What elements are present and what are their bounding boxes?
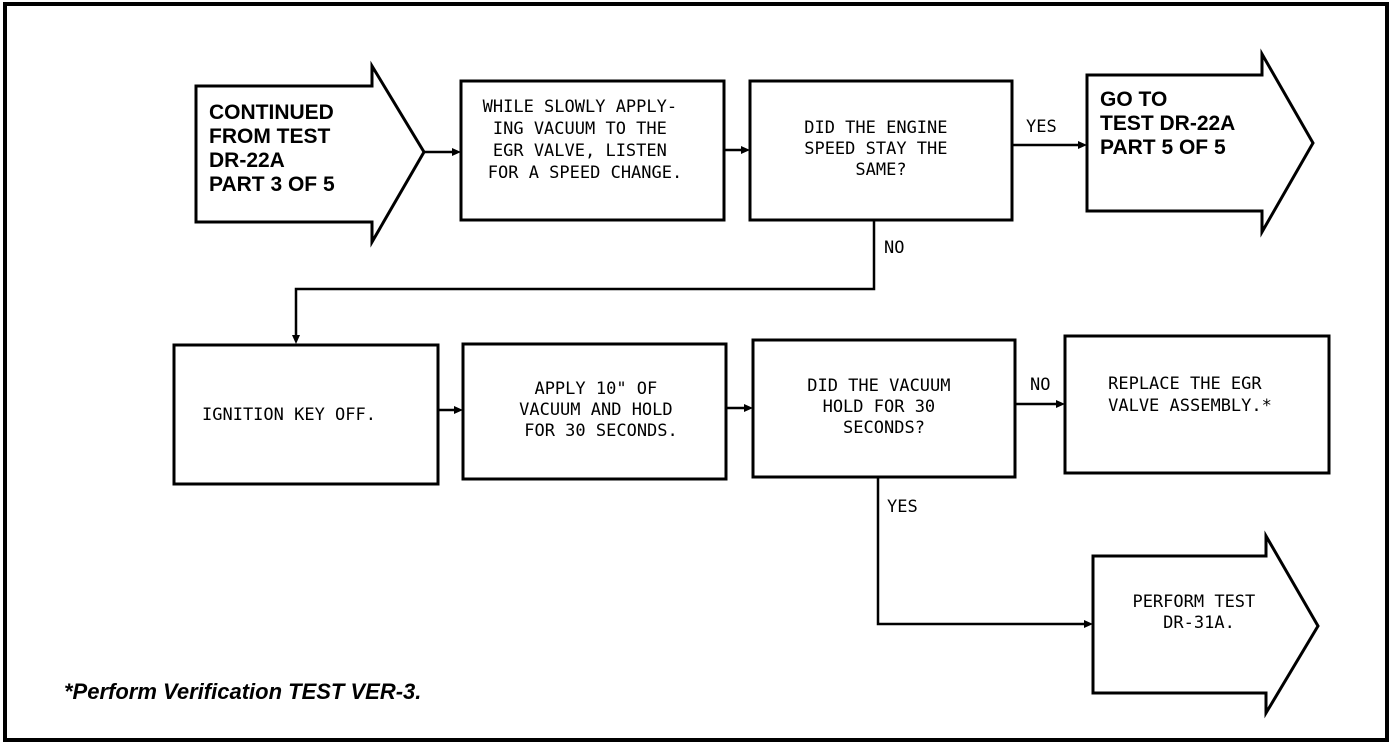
- connector-hold-no: [1015, 400, 1065, 408]
- node-continued: CONTINUED FROM TEST DR-22A PART 3 OF 5: [194, 60, 426, 248]
- label-hold-no: NO: [1030, 375, 1050, 395]
- label-speed-yes: YES: [1026, 117, 1057, 137]
- apply-vacuum-listen-text: WHILE SLOWLY APPLY- ING VACUUM TO THE EG…: [483, 97, 688, 183]
- node-apply-vacuum-listen: WHILE SLOWLY APPLY- ING VACUUM TO THE EG…: [459, 79, 726, 222]
- continued-arrow-shape: [194, 60, 426, 248]
- connector-speed-yes: [1012, 141, 1087, 149]
- connector-hold-yes: [876, 477, 1093, 628]
- node-apply-10: APPLY 10" OF VACUUM AND HOLD FOR 30 SECO…: [461, 342, 728, 481]
- node-vacuum-hold: DID THE VACUUM HOLD FOR 30 SECONDS?: [751, 338, 1017, 479]
- footnote: *Perform Verification TEST VER-3.: [64, 679, 421, 704]
- apply-10-box: [461, 342, 728, 481]
- node-ignition-off: IGNITION KEY OFF.: [172, 343, 440, 486]
- vacuum-hold-text: DID THE VACUUM HOLD FOR 30 SECONDS?: [807, 376, 961, 438]
- node-perform-dr31a: PERFORM TEST DR-31A.: [1091, 530, 1320, 719]
- speed-same-box: [748, 79, 1014, 222]
- perform-dr31a-text: PERFORM TEST DR-31A.: [1132, 592, 1265, 633]
- apply-10-text: APPLY 10" OF VACUUM AND HOLD FOR 30 SECO…: [519, 379, 683, 441]
- goto-part5-arrow-shape: [1085, 48, 1315, 238]
- perform-dr31a-arrow-shape: [1091, 530, 1320, 719]
- label-hold-yes: YES: [887, 497, 918, 517]
- connector-continued-to-apply: [424, 148, 461, 156]
- ignition-off-box: [172, 343, 440, 486]
- ignition-off-text: IGNITION KEY OFF.: [202, 405, 376, 425]
- apply-vacuum-listen-box: [459, 79, 726, 222]
- vacuum-hold-box: [751, 338, 1017, 479]
- connector-apply-to-speed: [724, 146, 750, 154]
- replace-egr-box: [1063, 334, 1331, 475]
- continued-text: CONTINUED FROM TEST DR-22A PART 3 OF 5: [209, 101, 340, 196]
- node-goto-part5: GO TO TEST DR-22A PART 5 OF 5: [1085, 48, 1315, 238]
- node-speed-same: DID THE ENGINE SPEED STAY THE SAME?: [748, 79, 1014, 222]
- label-speed-no: NO: [884, 238, 904, 258]
- goto-part5-text: GO TO TEST DR-22A PART 5 OF 5: [1100, 88, 1240, 159]
- diagram-frame: [3, 2, 1389, 742]
- connector-speed-no: [292, 220, 876, 344]
- connector-apply10-to-hold: [726, 404, 753, 412]
- connector-ignition-to-apply10: [438, 406, 463, 414]
- speed-same-text: DID THE ENGINE SPEED STAY THE SAME?: [804, 118, 958, 180]
- node-replace-egr: REPLACE THE EGR VALVE ASSEMBLY.*: [1063, 334, 1331, 475]
- replace-egr-text: REPLACE THE EGR VALVE ASSEMBLY.*: [1108, 374, 1272, 416]
